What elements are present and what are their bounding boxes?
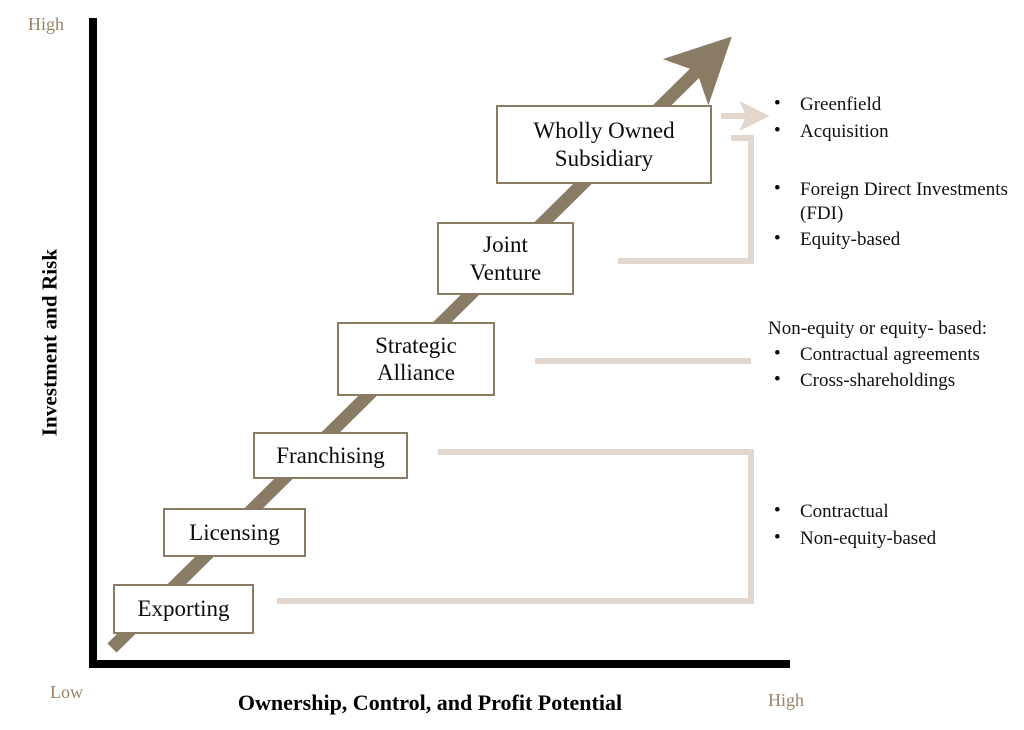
annotation-contractual-item-1: Non-equity-based — [800, 527, 937, 549]
step-label-licensing: Licensing — [189, 519, 280, 545]
annotation-greenfield-group: • Greenfield • Acquisition — [768, 93, 1018, 146]
bullet-icon: • — [774, 178, 781, 199]
bullet-icon: • — [774, 526, 781, 548]
annotation-nonequity-item-1: Cross-shareholdings — [800, 370, 956, 392]
annotation-fdi-list: • Foreign Direct Investments (FDI) • Equ… — [768, 178, 1018, 252]
list-item: • Foreign Direct Investments (FDI) — [768, 178, 1018, 225]
y-axis-high-tick: High — [28, 14, 64, 34]
step-label-strategic-alliance-line1: Strategic — [375, 332, 457, 358]
step-label-exporting: Exporting — [137, 596, 230, 622]
step-label-strategic-alliance: Strategic Alliance — [375, 332, 457, 386]
annotation-fdi-item-0: Foreign Direct Investments (FDI) — [800, 179, 1008, 224]
annotation-contractual-group: • Contractual • Non-equity-based — [768, 500, 1018, 553]
annotation-nonequity-item-0: Contractual agreements — [800, 343, 980, 365]
list-item: • Cross-shareholdings — [768, 369, 1024, 393]
list-item: • Contractual agreements — [768, 343, 1024, 367]
list-item: • Equity-based — [768, 228, 1018, 252]
x-axis-label: Ownership, Control, and Profit Potential — [237, 690, 623, 715]
annotation-fdi-item-1: Equity-based — [800, 229, 901, 251]
step-box-strategic-alliance[interactable]: Strategic Alliance — [337, 322, 495, 396]
bullet-icon: • — [774, 369, 781, 391]
annotation-contractual-item-0: Contractual — [800, 501, 889, 522]
annotation-nonequity-heading: Non-equity or equity- based: — [768, 318, 987, 339]
bullet-icon: • — [774, 228, 781, 250]
step-label-joint-venture-line2: Venture — [469, 259, 542, 285]
step-box-licensing[interactable]: Licensing — [163, 508, 306, 557]
list-item: • Greenfield — [768, 93, 1018, 117]
step-label-joint-venture-line1: Joint — [483, 232, 528, 258]
y-axis — [89, 18, 97, 668]
step-box-wholly-owned-subsidiary[interactable]: Wholly Owned Subsidiary — [496, 105, 712, 184]
bullet-icon: • — [774, 342, 781, 364]
y-axis-label: Investment and Risk — [37, 248, 62, 437]
bullet-icon: • — [774, 93, 781, 114]
step-label-wholly-owned-subsidiary-line2: Subsidiary — [554, 145, 654, 171]
step-label-joint-venture: Joint Venture — [470, 231, 542, 285]
step-label-strategic-alliance-line2: Alliance — [377, 360, 455, 385]
annotation-nonequity-group: Non-equity or equity- based: • Contractu… — [768, 317, 1024, 396]
step-label-franchising: Franchising — [276, 442, 385, 468]
bullet-icon: • — [774, 500, 781, 521]
list-item: • Acquisition — [768, 120, 1018, 144]
annotation-contractual-list: • Contractual • Non-equity-based — [768, 500, 1018, 550]
annotation-greenfield-item-1: Acquisition — [800, 120, 889, 142]
x-axis — [89, 660, 790, 668]
step-label-wholly-owned-subsidiary: Wholly Owned Subsidiary — [533, 117, 674, 171]
y-axis-low-tick: Low — [50, 682, 83, 702]
x-axis-high-tick: High — [768, 690, 804, 710]
step-box-exporting[interactable]: Exporting — [113, 584, 254, 634]
annotation-fdi-group: • Foreign Direct Investments (FDI) • Equ… — [768, 178, 1018, 255]
list-item: • Non-equity-based — [768, 527, 1018, 551]
step-box-joint-venture[interactable]: Joint Venture — [437, 222, 574, 295]
annotation-greenfield-item-0: Greenfield — [800, 94, 882, 115]
annotation-greenfield-list: • Greenfield • Acquisition — [768, 93, 1018, 143]
annotation-nonequity-list: • Contractual agreements • Cross-shareho… — [768, 343, 1024, 393]
step-box-franchising[interactable]: Franchising — [253, 432, 408, 479]
step-label-wholly-owned-subsidiary-line1: Wholly Owned — [533, 118, 675, 144]
list-item: • Contractual — [768, 500, 1018, 524]
bullet-icon: • — [774, 119, 781, 141]
